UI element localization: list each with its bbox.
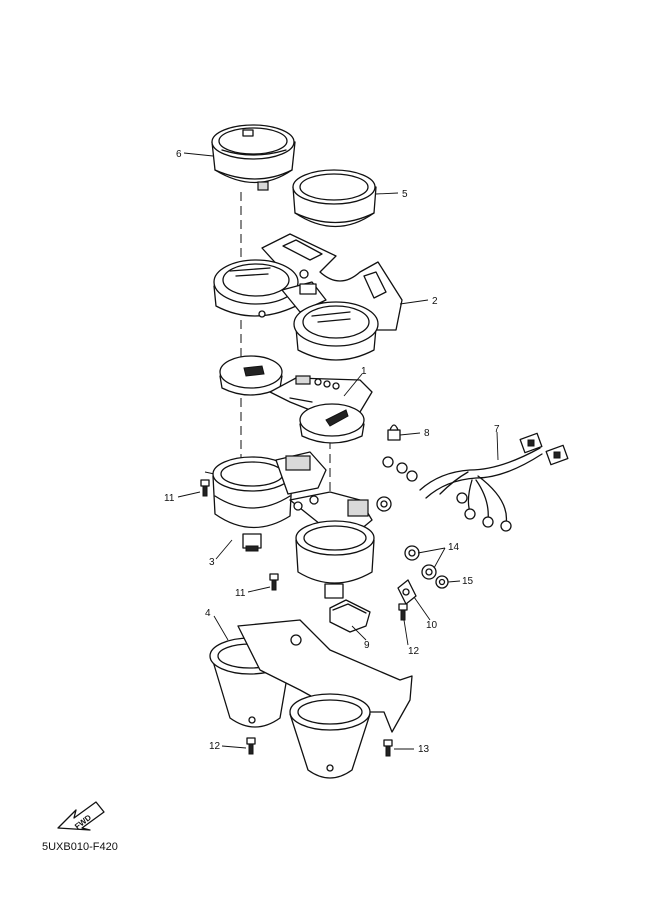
part-3-lower-case [212, 451, 392, 599]
callout-11-lower: 11 [235, 588, 246, 599]
callout-8: 8 [424, 428, 430, 439]
part-14-grommets [404, 545, 437, 580]
part-1-meter-assembly [219, 355, 373, 444]
callout-3: 3 [209, 557, 215, 568]
part-4-lower-cover [209, 619, 413, 779]
callout-4: 4 [205, 608, 211, 619]
part-8-bulb [387, 424, 401, 441]
part-12-screw-lower [246, 737, 256, 755]
diagram-code: 5UXB010-F420 [42, 841, 118, 853]
part-12-screw-right [398, 603, 408, 621]
part-5-meter-ring-right [292, 169, 377, 228]
part-2-meter-housing [213, 233, 403, 361]
part-9-rubber-pad [329, 599, 371, 633]
part-11-screw-upper [200, 479, 210, 497]
callout-7: 7 [494, 424, 500, 435]
callout-12-right: 12 [408, 646, 420, 657]
part-6-meter-ring-left [211, 124, 296, 191]
callout-13: 13 [418, 744, 430, 755]
callout-5: 5 [402, 189, 408, 200]
callout-9: 9 [364, 640, 370, 651]
leader-lines [177, 152, 499, 750]
callout-12-lower: 12 [209, 741, 221, 752]
callout-6: 6 [176, 149, 182, 160]
fwd-arrow-icon: FWD [57, 801, 105, 831]
part-11-screw-lower [269, 573, 279, 591]
callout-10: 10 [426, 620, 438, 631]
part-13-screw [383, 739, 393, 757]
callout-15: 15 [462, 576, 474, 587]
part-10-clamp [397, 579, 417, 605]
part-15-nut [435, 575, 449, 589]
callout-1: 1 [361, 366, 367, 377]
callout-14: 14 [448, 542, 460, 553]
callout-2: 2 [432, 296, 438, 307]
callout-11-upper: 11 [164, 493, 175, 504]
part-7-wire-harness [382, 432, 569, 532]
